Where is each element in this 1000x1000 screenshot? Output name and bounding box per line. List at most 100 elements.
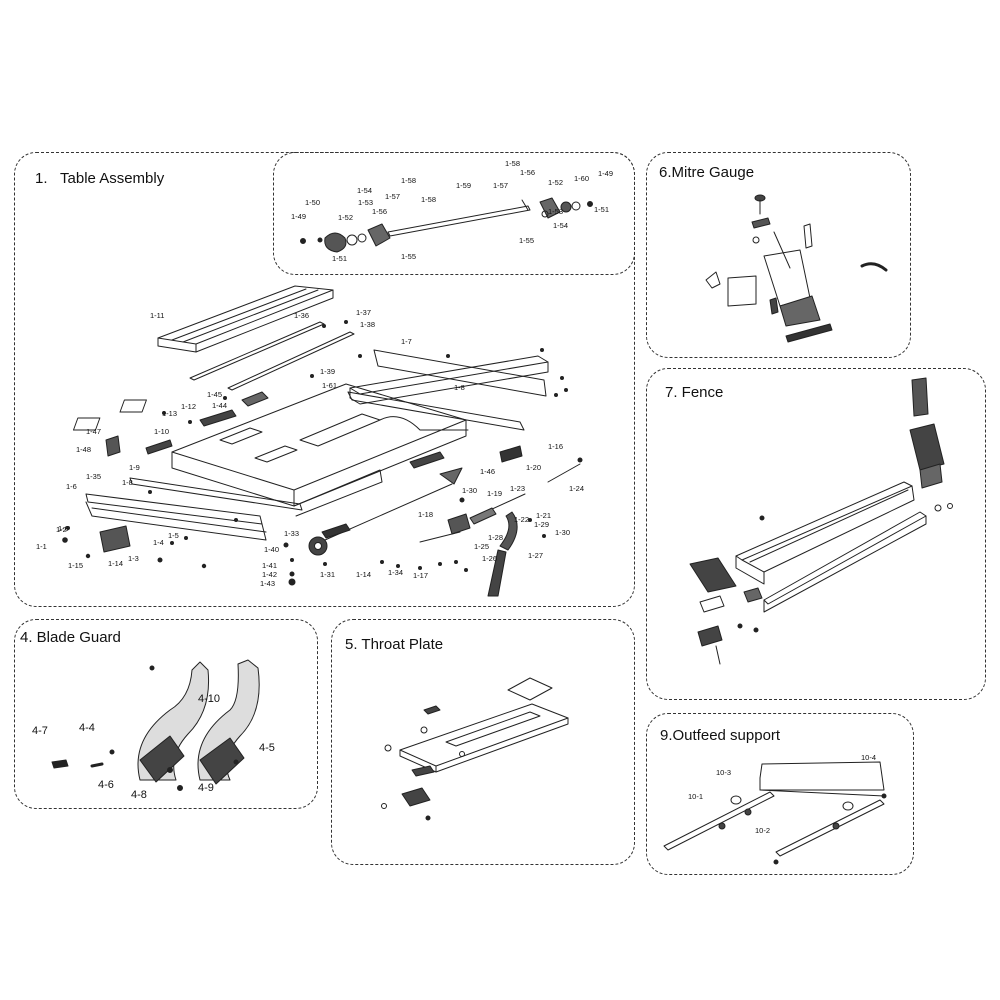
callout-table-33: 1-5 — [168, 531, 179, 540]
callout-table-10: 1-13 — [162, 409, 177, 418]
callout-table-34: 1-4 — [153, 538, 164, 547]
callout-outfeed-1: 10-3 — [716, 768, 731, 777]
callout-table-19: 1-20 — [526, 463, 541, 472]
callout-table-25: 1-19 — [487, 489, 502, 498]
callout-inset-20: 1-51 — [332, 254, 347, 263]
right-rail — [347, 349, 549, 431]
callout-table-11: 1-8 — [454, 383, 465, 392]
mitre-gauge — [705, 194, 888, 343]
callout-inset-12: 1-58 — [421, 195, 436, 204]
callout-table-26: 1-18 — [418, 510, 433, 519]
callout-table-44: 1-3 — [128, 554, 139, 563]
callout-table-30: 1-30 — [555, 528, 570, 537]
mitre-gauge-panel — [646, 152, 911, 358]
callout-inset-10: 1-53 — [358, 198, 373, 207]
blade-guard-title: 4. Blade Guard — [20, 629, 121, 646]
callout-table-40: 1-27 — [528, 551, 543, 560]
callout-table-13: 1-47 — [86, 427, 101, 436]
callout-table-15: 1-6 — [66, 482, 77, 491]
table-assembly-title: 1. Table Assembly — [35, 170, 165, 187]
fence-panel — [646, 368, 986, 700]
callout-blade-4: 4-6 — [98, 779, 114, 791]
callout-outfeed-3: 10-2 — [755, 826, 770, 835]
callout-blade-6: 4-9 — [198, 782, 214, 794]
callout-table-20: 1-24 — [569, 484, 584, 493]
rod-crank-assembly — [300, 197, 593, 253]
front-rail — [85, 477, 303, 541]
throat-plate — [381, 677, 569, 821]
extension-rails — [157, 285, 334, 353]
callout-outfeed-2: 10-1 — [688, 792, 703, 801]
callout-blade-2: 4-4 — [79, 722, 95, 734]
callout-blade-0: 4-10 — [198, 693, 220, 705]
callout-table-5: 1-39 — [320, 367, 335, 376]
callout-inset-11: 1-57 — [493, 181, 508, 190]
callout-table-46: 1-42 — [262, 570, 277, 579]
blade-guard — [51, 659, 260, 791]
blade-guard-panel — [14, 619, 318, 809]
callout-inset-17: 1-56 — [372, 207, 387, 216]
callout-blade-5: 4-8 — [131, 789, 147, 801]
outfeed-support — [663, 761, 887, 865]
callout-table-12: 1-10 — [154, 427, 169, 436]
callout-inset-9: 1-57 — [385, 192, 400, 201]
callout-table-32: 1-2 — [56, 525, 67, 534]
outfeed-support-panel — [646, 713, 914, 875]
callout-table-31: 1-6 — [58, 524, 69, 533]
callout-table-21: 1-35 — [86, 472, 101, 481]
callout-table-18: 1-46 — [480, 467, 495, 476]
callout-table-6: 1-61 — [322, 381, 337, 390]
table-inset-panel — [273, 152, 635, 275]
callout-table-7: 1-45 — [207, 390, 222, 399]
callout-table-45: 1-41 — [262, 561, 277, 570]
callout-table-29: 1-29 — [534, 520, 549, 529]
callout-inset-19: 1-54 — [553, 221, 568, 230]
callout-table-8: 1-44 — [212, 401, 227, 410]
callout-inset-5: 1-50 — [305, 198, 320, 207]
callout-inset-14: 1-51 — [594, 205, 609, 214]
callout-table-39: 1-26 — [482, 554, 497, 563]
callout-table-3: 1-38 — [360, 320, 375, 329]
callout-table-22: 1-8 — [122, 478, 133, 487]
callout-table-38: 1-25 — [474, 542, 489, 551]
callout-table-36: 1-40 — [264, 545, 279, 554]
main-table — [72, 383, 469, 517]
callout-table-14: 1-48 — [76, 445, 91, 454]
slide-bar — [189, 321, 325, 381]
callout-table-17: 1-16 — [548, 442, 563, 451]
callout-table-47: 1-43 — [260, 579, 275, 588]
callout-table-27: 1-21 — [536, 511, 551, 520]
bracket — [99, 525, 131, 553]
fasteners — [62, 320, 583, 586]
callout-outfeed-0: 10-4 — [861, 753, 876, 762]
callout-inset-3: 1-60 — [574, 174, 589, 183]
callout-table-41: 1-1 — [36, 542, 47, 551]
slide-bar-2 — [227, 331, 355, 391]
callout-inset-4: 1-49 — [598, 169, 613, 178]
fence-assembly — [689, 377, 953, 665]
callout-table-37: 1-28 — [488, 533, 503, 542]
callout-inset-16: 1-52 — [338, 213, 353, 222]
callout-table-9: 1-12 — [181, 402, 196, 411]
callout-table-48: 1-31 — [320, 570, 335, 579]
callout-table-28: 1-22 — [514, 515, 529, 524]
mitre-gauge-title: 6.Mitre Gauge — [659, 164, 755, 181]
callout-table-42: 1-15 — [68, 561, 83, 570]
callout-table-35: 1-33 — [284, 529, 299, 538]
callout-blade-3: 4-5 — [259, 742, 275, 754]
callout-inset-18: 1-55 — [519, 236, 534, 245]
callout-table-51: 1-17 — [413, 571, 428, 580]
callout-table-50: 1-34 — [388, 568, 403, 577]
callout-inset-21: 1-55 — [401, 252, 416, 261]
callout-inset-7: 1-58 — [401, 176, 416, 185]
callout-inset-0: 1-58 — [505, 159, 520, 168]
callout-inset-2: 1-52 — [548, 178, 563, 187]
callout-inset-6: 1-54 — [357, 186, 372, 195]
callout-table-4: 1-7 — [401, 337, 412, 346]
callout-inset-8: 1-59 — [456, 181, 471, 190]
callout-inset-13: 1-53 — [548, 207, 563, 216]
throat-plate-panel — [331, 619, 635, 865]
outfeed-support-title: 9.Outfeed support — [660, 727, 781, 744]
callout-table-16: 1-9 — [129, 463, 140, 472]
